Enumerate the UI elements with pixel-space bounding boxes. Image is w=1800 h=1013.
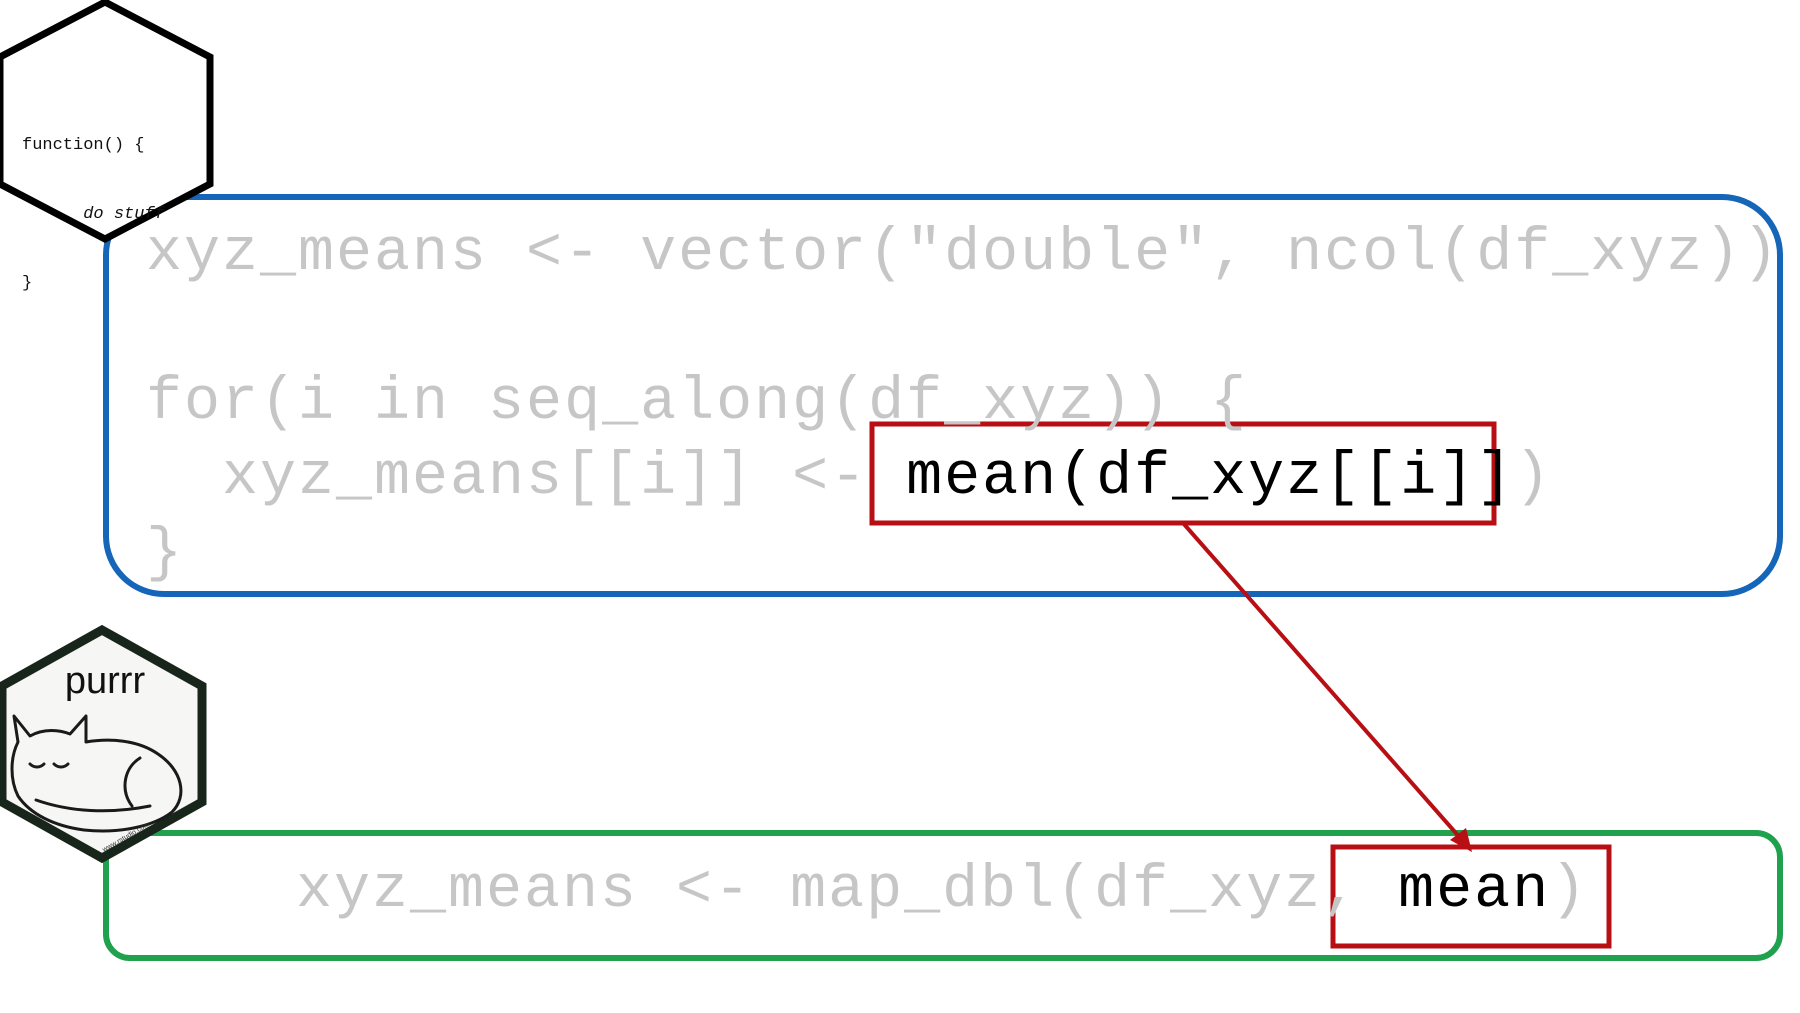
function-hex-line-2: do stuff (22, 203, 165, 226)
mean-arg-highlight-box (1330, 844, 1612, 949)
loop-line-3-prefix: xyz_means[[i]] <- (146, 444, 907, 512)
loop-line-3-suffix: ) (1514, 444, 1553, 512)
sleeping-cat-icon (10, 714, 183, 833)
loop-line-1: xyz_means <- vector("double", ncol(df_xy… (146, 220, 1781, 288)
arrow-head (1450, 828, 1472, 852)
map-line-prefix: xyz_means <- map_dbl(df_xyz, (296, 857, 1399, 925)
function-hex-line-1: function() { (22, 136, 145, 155)
map-mean-arg: mean (1398, 857, 1551, 925)
loop-line-3: xyz_means[[i]] <- mean(df_xyz[[i]]) (146, 442, 1552, 514)
map-dbl-box (103, 830, 1783, 961)
for-loop-box (103, 194, 1783, 597)
function-hex-code: function() { do stuff } (22, 88, 165, 341)
function-hex-body: do stuff (83, 205, 165, 224)
function-hex-line-3: } (22, 274, 33, 293)
purrr-hex-label: purrr (64, 660, 146, 702)
loop-line-4: } (146, 520, 185, 588)
loop-line-2: for(i in seq_along(df_xyz)) { (146, 369, 1249, 437)
map-line-suffix: ) (1550, 857, 1589, 925)
loop-mean-call: mean(df_xyz[[i]] (906, 444, 1515, 512)
purrr-hex (0, 624, 207, 864)
function-hex (0, 0, 214, 243)
arrow-line (1181, 521, 1464, 842)
map-line: xyz_means <- map_dbl(df_xyz, mean) (296, 855, 1588, 927)
